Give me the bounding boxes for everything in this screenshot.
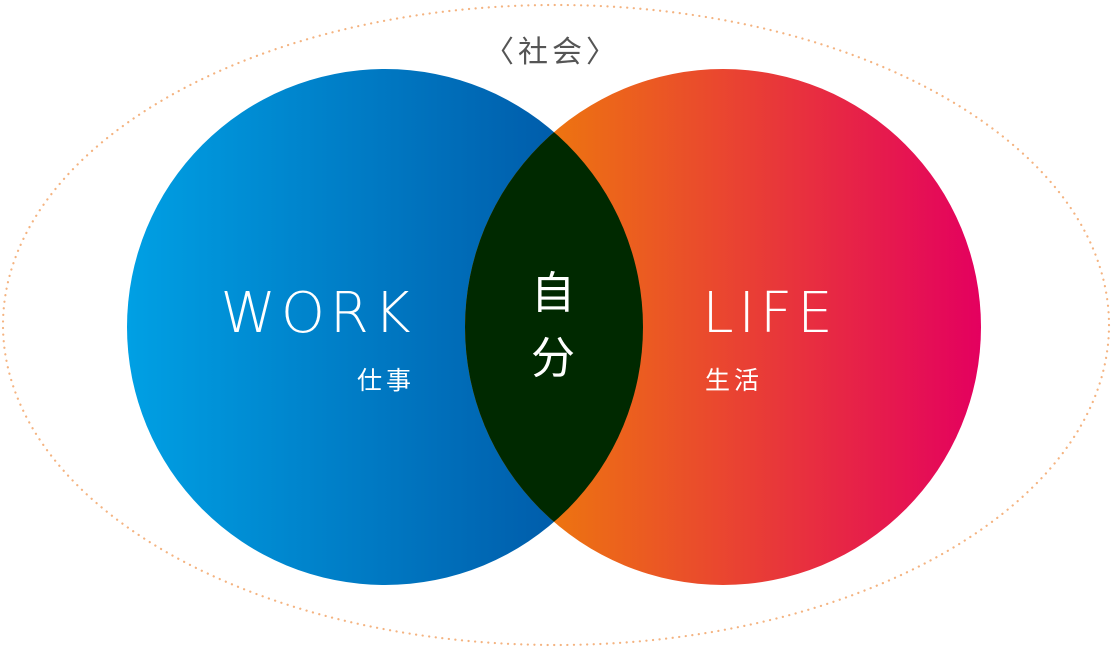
self-label-bottom: 分 xyxy=(531,333,575,384)
life-subtitle: 生活 xyxy=(705,366,763,395)
self-label-top: 自 xyxy=(531,268,575,319)
work-subtitle: 仕事 xyxy=(357,366,415,395)
society-ellipse xyxy=(1,3,1111,647)
work-title: WORK xyxy=(220,281,415,346)
self-overlap xyxy=(465,69,643,585)
society-label: 〈社会〉 xyxy=(484,35,620,70)
life-title: LIFE xyxy=(702,281,837,346)
